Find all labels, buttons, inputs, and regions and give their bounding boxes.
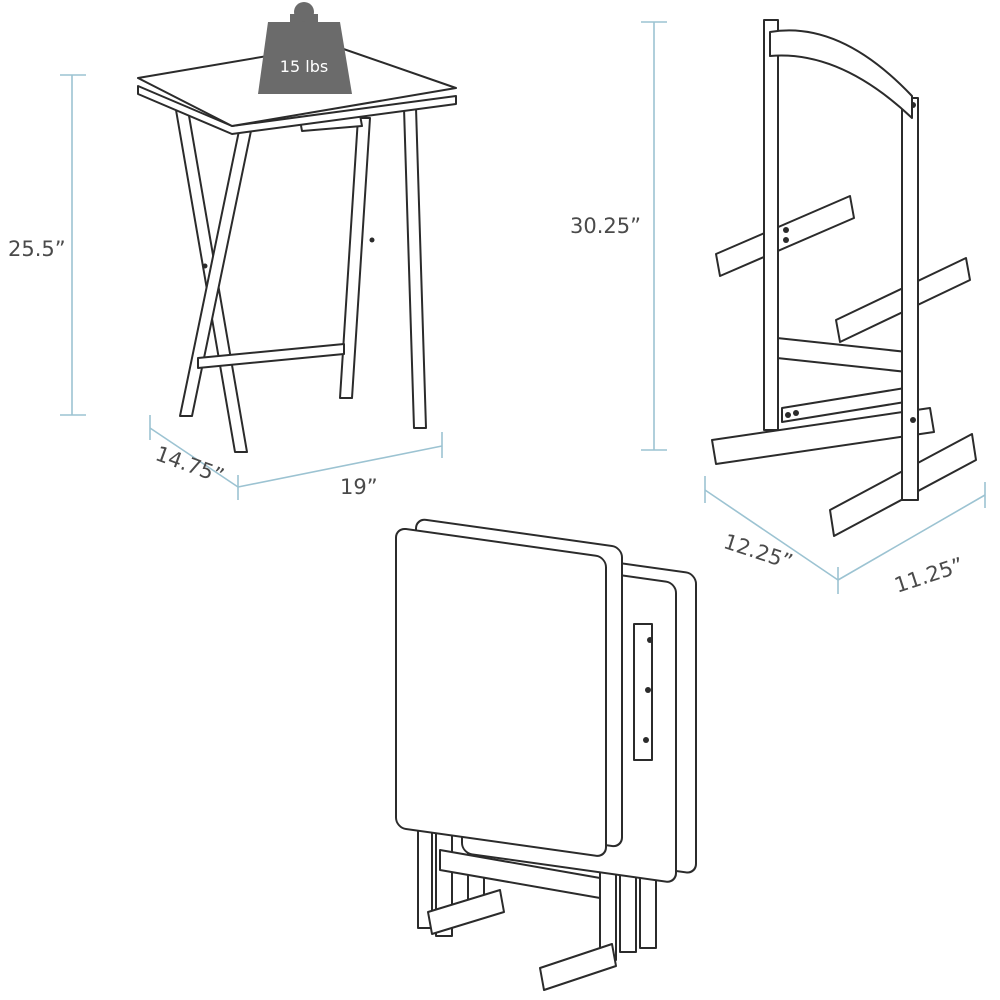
- stand-width-label: 11.25”: [892, 553, 967, 598]
- table-height-label: 25.5”: [8, 237, 66, 261]
- table-width-label: 19”: [340, 475, 378, 499]
- dimension-lines: [60, 21, 986, 594]
- weight-label: 15 lbs: [280, 57, 328, 76]
- stand-depth-label: 12.25”: [721, 529, 796, 574]
- weight-icon: 15 lbs: [258, 2, 352, 94]
- tray-stand: [711, 19, 977, 537]
- stacked-tables: [395, 518, 697, 991]
- tv-tray-table: [137, 44, 457, 453]
- stand-height-label: 30.25”: [570, 214, 641, 238]
- table-depth-label: 14.75”: [152, 442, 227, 489]
